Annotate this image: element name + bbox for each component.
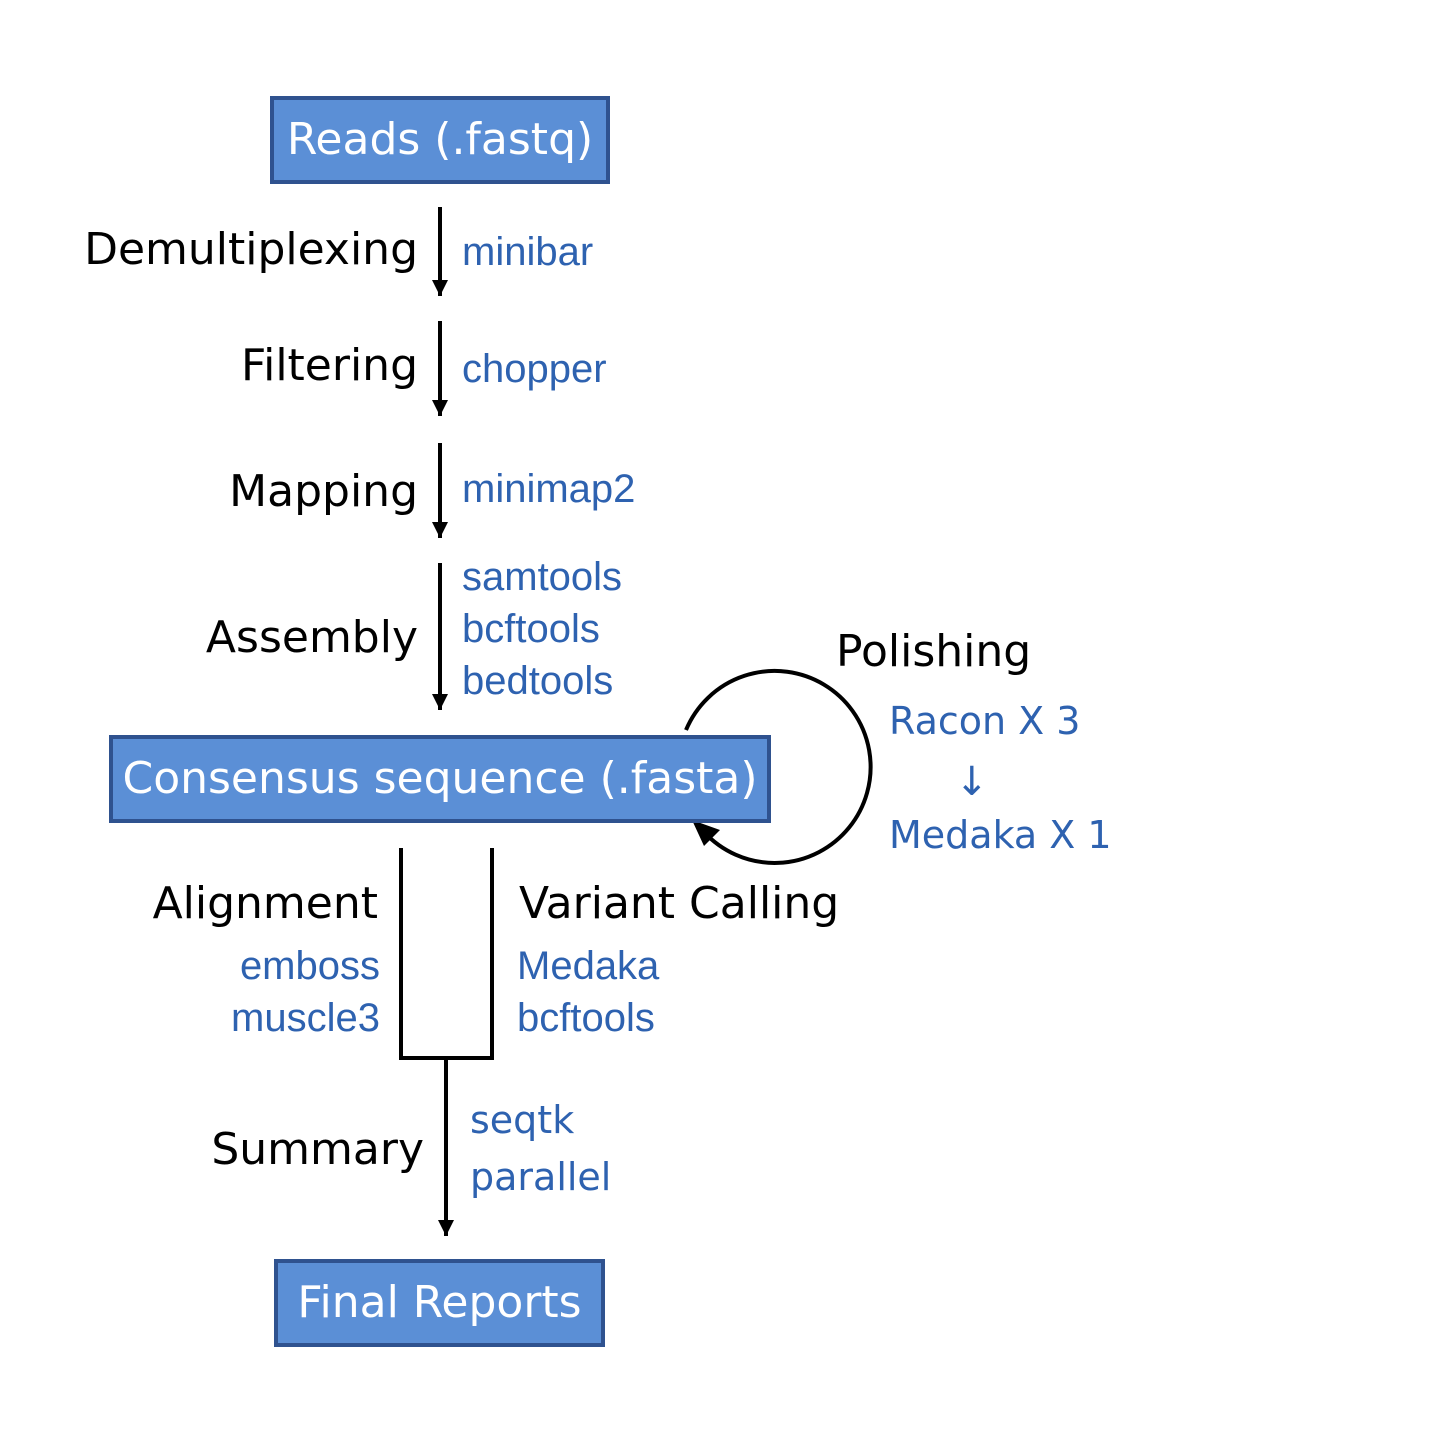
step-demultiplexing: Demultiplexing: [84, 224, 418, 275]
tool-medaka: Medaka: [517, 944, 660, 988]
filtering-arrowhead: [432, 400, 448, 416]
demultiplexing-arrowhead: [432, 280, 448, 296]
tool-seqtk: seqtk: [470, 1098, 575, 1142]
step-mapping: Mapping: [229, 466, 418, 517]
branch-bracket: [399, 848, 494, 1060]
step-filtering: Filtering: [240, 340, 418, 391]
step-alignment: Alignment: [152, 878, 378, 929]
polishing-down-arrow-icon: ↓: [955, 759, 989, 805]
tool-bcftools-variant: bcftools: [517, 996, 655, 1040]
tool-minibar: minibar: [462, 230, 594, 274]
step-variant-calling: Variant Calling: [519, 878, 840, 929]
tool-chopper: chopper: [462, 347, 607, 391]
polishing-loop: [684, 668, 873, 865]
reads-box: Reads (.fastq): [270, 96, 610, 184]
step-assembly: Assembly: [205, 612, 418, 663]
tool-samtools: samtools: [462, 555, 623, 599]
mapping-arrowhead: [432, 522, 448, 538]
step-polishing: Polishing: [836, 626, 1032, 677]
polishing-loop-arrowhead: [692, 820, 720, 846]
tool-muscle3: muscle3: [231, 996, 380, 1040]
tool-bedtools: bedtools: [462, 659, 614, 703]
tool-parallel: parallel: [470, 1155, 612, 1199]
consensus-box: Consensus sequence (.fasta): [109, 735, 771, 823]
summary-arrowhead: [438, 1220, 454, 1236]
polishing-racon: Racon X 3: [889, 699, 1081, 743]
step-summary: Summary: [211, 1124, 424, 1175]
final-reports-box: Final Reports: [274, 1259, 605, 1347]
tool-bcftools-assembly: bcftools: [462, 607, 600, 651]
tool-minimap2: minimap2: [462, 467, 636, 511]
polishing-medaka: Medaka X 1: [889, 813, 1112, 857]
tool-emboss: emboss: [239, 944, 380, 988]
assembly-arrowhead: [432, 694, 448, 710]
